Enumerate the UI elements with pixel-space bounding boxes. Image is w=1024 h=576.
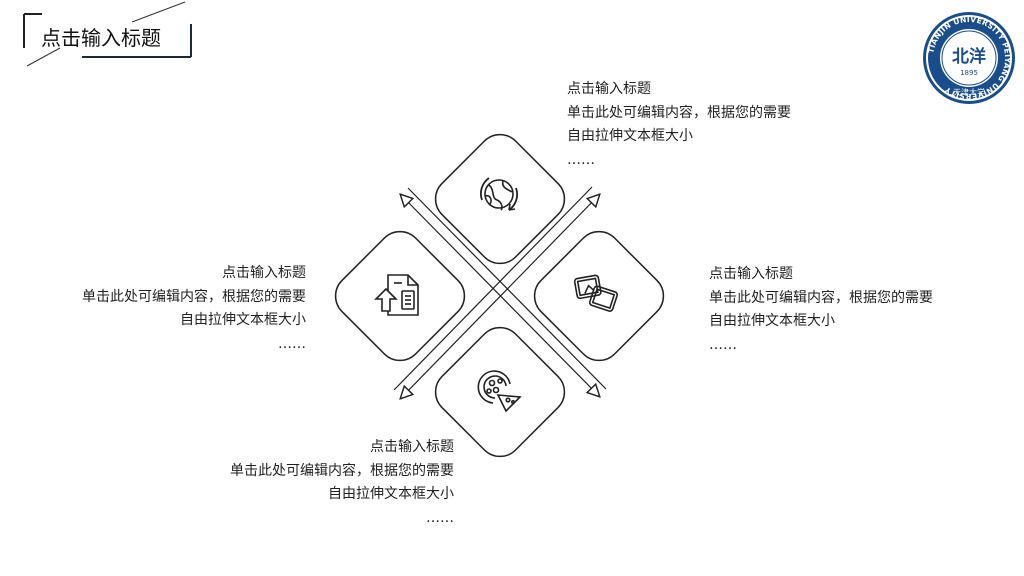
item-ellipsis: …… (278, 335, 306, 352)
item-title[interactable]: 点击输入标题 (709, 266, 793, 282)
item-desc-line1[interactable]: 单击此处可编辑内容，根据您的需要 (230, 462, 454, 479)
title-frame (0, 0, 210, 75)
text-block-bottom: 点击输入标题 单击此处可编辑内容，根据您的需要 自由拉伸文本框大小 …… (230, 436, 454, 530)
item-desc-line1[interactable]: 单击此处可编辑内容，根据您的需要 (567, 104, 791, 121)
item-desc-line2[interactable]: 自由拉伸文本框大小 (180, 312, 306, 328)
text-block-left: 点击输入标题 单击此处可编辑内容，根据您的需要 自由拉伸文本框大小 …… (82, 262, 306, 356)
page-title[interactable]: 点击输入标题 (41, 26, 161, 50)
item-desc-line2[interactable]: 自由拉伸文本框大小 (709, 313, 835, 329)
text-block-right: 点击输入标题 单击此处可编辑内容，根据您的需要 自由拉伸文本框大小 …… (709, 263, 933, 357)
item-title[interactable]: 点击输入标题 (370, 439, 454, 455)
document-upload-icon (374, 274, 419, 316)
photos-icon (573, 274, 618, 312)
item-ellipsis: …… (567, 151, 595, 168)
pizza-icon (477, 370, 522, 413)
logo-center-text: 北洋 (952, 46, 986, 67)
tile-right (533, 230, 665, 362)
item-desc-line2[interactable]: 自由拉伸文本框大小 (567, 128, 693, 144)
item-ellipsis: …… (426, 509, 454, 526)
text-block-top: 点击输入标题 单击此处可编辑内容，根据您的需要 自由拉伸文本框大小 …… (567, 78, 791, 172)
item-desc-line2[interactable]: 自由拉伸文本框大小 (328, 486, 454, 502)
item-title[interactable]: 点击输入标题 (222, 265, 306, 281)
diagonal-arrows (393, 186, 607, 398)
item-title[interactable]: 点击输入标题 (567, 81, 651, 97)
university-logo: TIANJIN UNIVERSITY PEIYANG UNIVERSITY 北洋… (922, 11, 1016, 105)
item-ellipsis: …… (709, 336, 737, 353)
globe-refresh-icon (479, 177, 519, 211)
item-desc-line1[interactable]: 单击此处可编辑内容，根据您的需要 (709, 289, 933, 306)
item-desc-line1[interactable]: 单击此处可编辑内容，根据您的需要 (82, 288, 306, 305)
tile-left (334, 230, 466, 362)
tile-top (434, 133, 566, 265)
logo-year: 1895 (960, 69, 978, 77)
logo-bottom-text: 天津大学 (953, 87, 985, 97)
title-frame-lines (23, 1, 192, 67)
